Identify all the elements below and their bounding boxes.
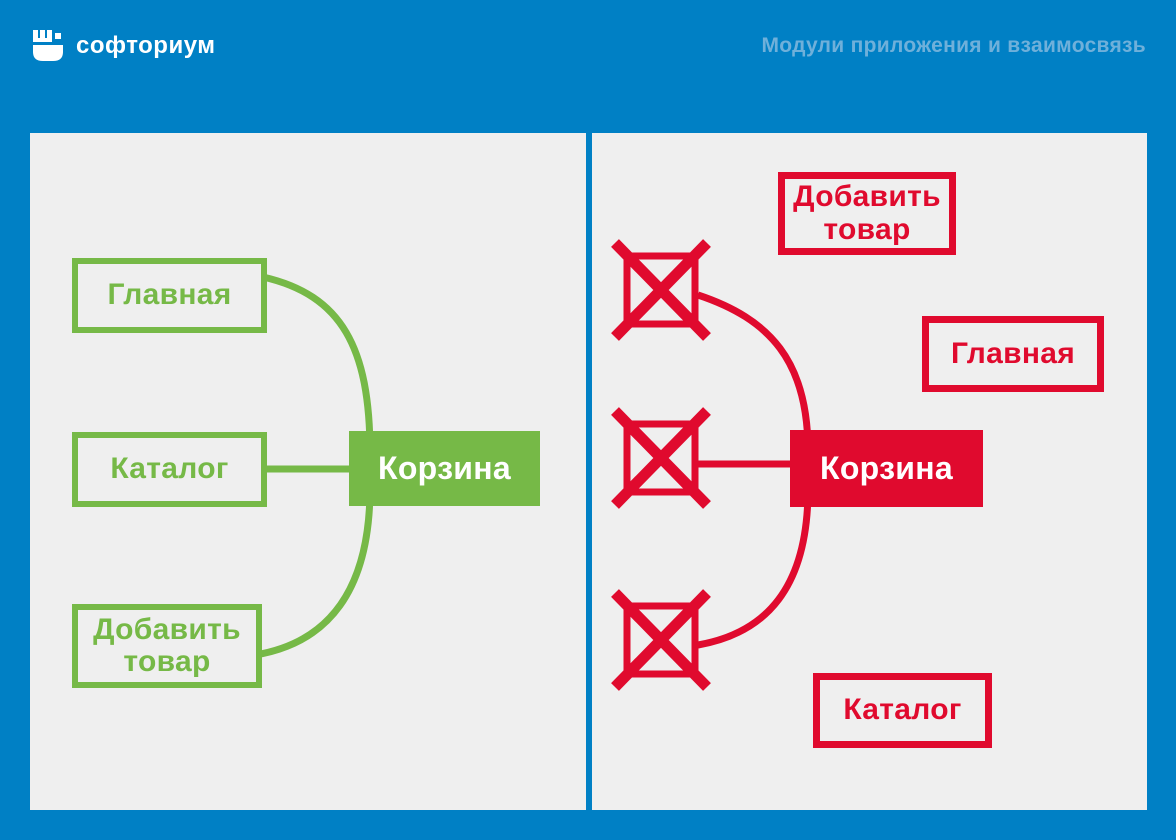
crossed-out-module-icon	[611, 589, 711, 691]
module-label: Каталог	[843, 693, 962, 727]
crossed-out-module-icon	[611, 407, 711, 509]
fist-logo-icon	[30, 28, 66, 64]
connector-lines-red	[692, 291, 812, 649]
module-label: Добавить товар	[93, 612, 241, 678]
slide-title: Модули приложения и взаимосвязь	[761, 34, 1146, 57]
module-label: Главная	[950, 336, 1076, 370]
module-box-glavnaya: Главная	[72, 258, 267, 333]
hub-box-korzina-red: Корзина	[790, 430, 983, 507]
module-box-dobavit-tovar-disconnected: Добавить товар	[778, 172, 956, 255]
module-box-katalog: Каталог	[72, 432, 267, 507]
module-label: Главная	[107, 278, 232, 312]
panel-broken-scheme: Добавить товар Главная Каталог Корзина	[592, 133, 1147, 810]
connector-lines-green	[254, 273, 374, 659]
module-box-dobavit-tovar: Добавить товар	[72, 604, 262, 688]
module-box-katalog-disconnected: Каталог	[813, 673, 992, 748]
hub-label: Корзина	[819, 450, 953, 487]
logo: софториум	[30, 26, 216, 66]
hub-box-korzina-green: Корзина	[349, 431, 540, 506]
header: софториум Модули приложения и взаимосвяз…	[30, 26, 1146, 70]
panel-correct-scheme: Главная Каталог Добавить товар Корзина	[30, 133, 586, 810]
module-box-glavnaya-disconnected: Главная	[922, 316, 1104, 392]
logo-text: софториум	[76, 32, 216, 59]
module-label: Добавить товар	[793, 180, 941, 246]
hub-label: Корзина	[377, 450, 511, 487]
module-label: Каталог	[110, 452, 229, 486]
crossed-out-module-icon	[611, 239, 711, 341]
